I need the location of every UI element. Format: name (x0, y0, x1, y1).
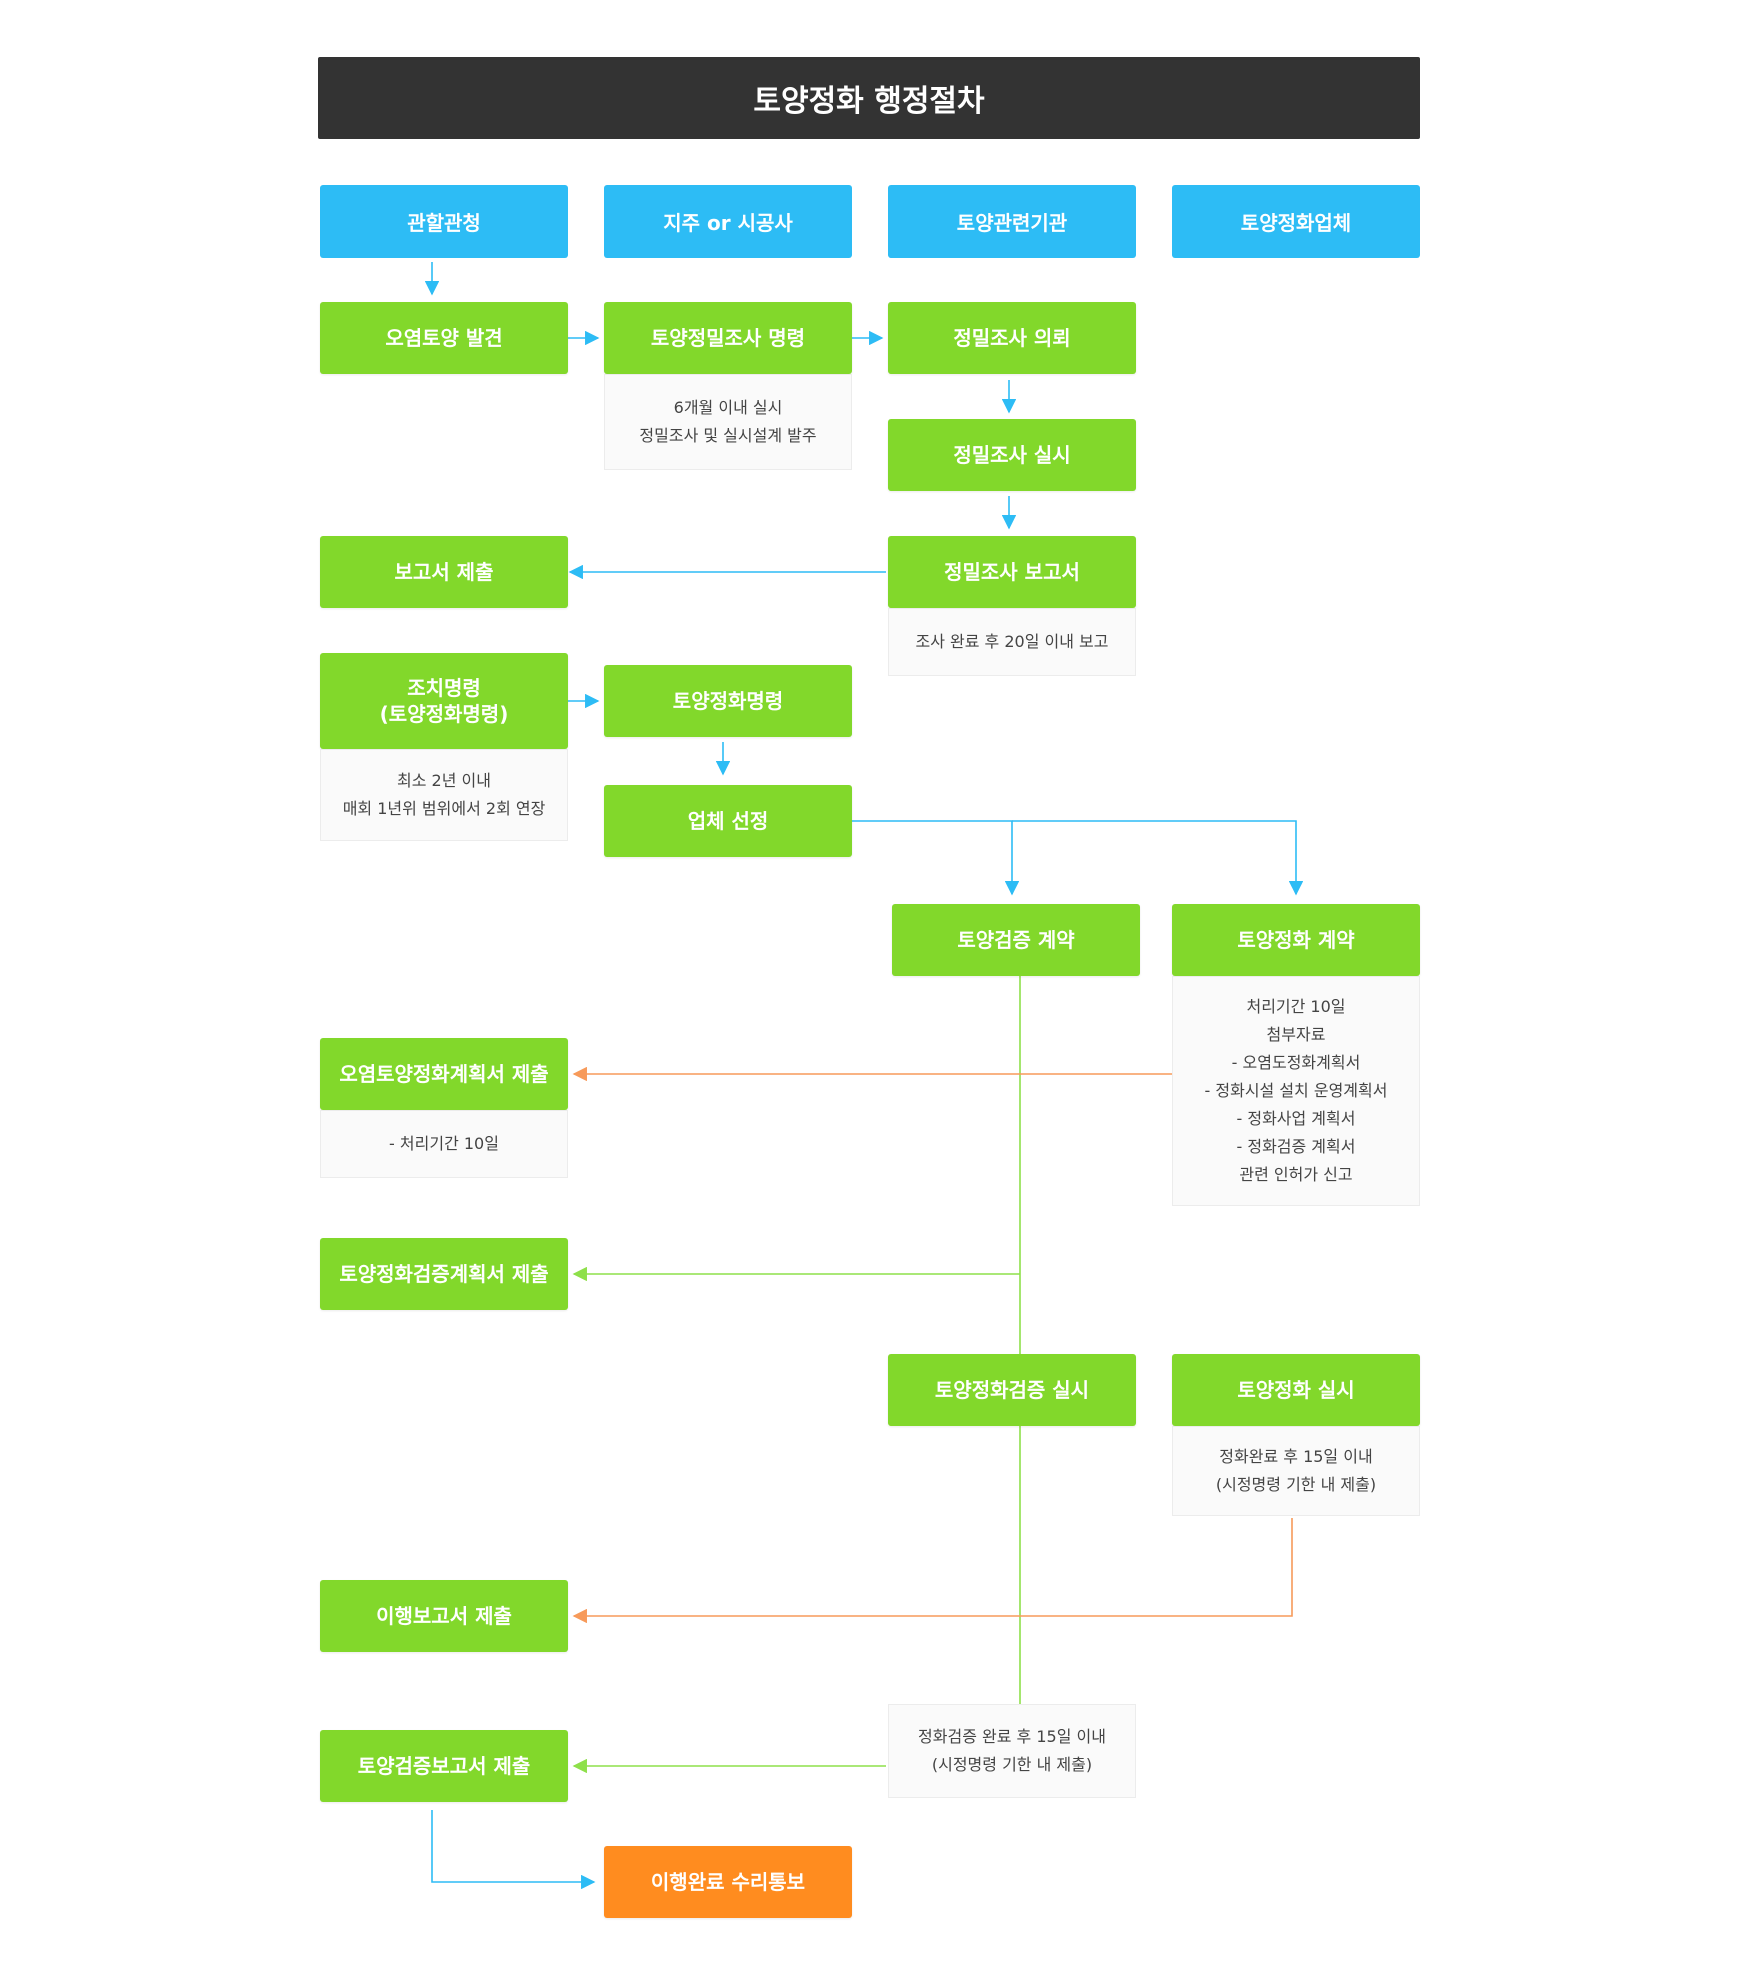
column-header-remediation-company: 토양정화업체 (1172, 185, 1420, 258)
note-line: 6개월 이내 실시 (673, 398, 783, 417)
step-contamination-discovery: 오염토양 발견 (320, 302, 568, 374)
note-line: - 오염도정화계획서 (1231, 1053, 1361, 1072)
note-line: 정화완료 후 15일 이내 (1219, 1447, 1373, 1466)
note-line: 처리기간 10일 (1246, 997, 1346, 1016)
step-completion-notice: 이행완료 수리통보 (604, 1846, 852, 1918)
note-line: - 정화시설 설치 운영계획서 (1204, 1081, 1388, 1100)
arrow-verify-report-to-final (431, 1810, 596, 1890)
step-detailed-survey-report: 정밀조사 보고서 (888, 536, 1136, 608)
arrow-selection-to-cleanup-contract (1012, 820, 1304, 896)
note-line: (시정명령 기한 내 제출) (931, 1755, 1093, 1774)
note-line: 최소 2년 이내 (397, 771, 491, 790)
note-cleanup-execution: 정화완료 후 15일 이내 (시정명령 기한 내 제출) (1172, 1426, 1420, 1516)
note-line: (시정명령 기한 내 제출) (1215, 1475, 1377, 1494)
step-verification-contract: 토양검증 계약 (892, 904, 1140, 976)
step-cleanup-contract: 토양정화 계약 (1172, 904, 1420, 976)
step-detailed-survey-order: 토양정밀조사 명령 (604, 302, 852, 374)
step-fulfillment-report-submission: 이행보고서 제출 (320, 1580, 568, 1652)
step-company-selection: 업체 선정 (604, 785, 852, 857)
step-detailed-survey-execution: 정밀조사 실시 (888, 419, 1136, 491)
arrow-to-fulfillment-report (572, 1518, 1293, 1624)
note-line: - 정화검증 계획서 (1236, 1137, 1356, 1156)
note-survey-report: 조사 완료 후 20일 이내 보고 (888, 608, 1136, 676)
arrow-selection-to-verify-contract (852, 820, 1020, 896)
column-header-landowner: 지주 or 시공사 (604, 185, 852, 258)
step-action-order: 조치명령 (토양정화명령) (320, 653, 568, 749)
step-cleanup-plan-submission: 오염토양정화계획서 제출 (320, 1038, 568, 1110)
step-report-submission: 보고서 제출 (320, 536, 568, 608)
note-line: - 정화사업 계획서 (1236, 1109, 1356, 1128)
column-header-authority: 관할관청 (320, 185, 568, 258)
note-line: 정화검증 완료 후 15일 이내 (918, 1727, 1106, 1746)
step-cleanup-order: 토양정화명령 (604, 665, 852, 737)
step-verification-report-submission: 토양검증보고서 제출 (320, 1730, 568, 1802)
note-line: 매회 1년위 범위에서 2회 연장 (342, 799, 546, 818)
note-line: - 처리기간 10일 (389, 1134, 499, 1153)
column-header-soil-agency: 토양관련기관 (888, 185, 1136, 258)
note-cleanup-contract: 처리기간 10일 첨부자료 - 오염도정화계획서 - 정화시설 설치 운영계획서… (1172, 976, 1420, 1206)
note-line: 관련 인허가 신고 (1239, 1165, 1353, 1184)
note-line: 첨부자료 (1266, 1025, 1326, 1044)
note-verification-completion: 정화검증 완료 후 15일 이내 (시정명령 기한 내 제출) (888, 1704, 1136, 1798)
step-verification-plan-submission: 토양정화검증계획서 제출 (320, 1238, 568, 1310)
page-title: 토양정화 행정절차 (318, 57, 1420, 139)
note-line: 조사 완료 후 20일 이내 보고 (915, 632, 1109, 651)
note-cleanup-plan: - 처리기간 10일 (320, 1110, 568, 1178)
note-line: 정밀조사 및 실시설계 발주 (639, 426, 817, 445)
step-cleanup-execution: 토양정화 실시 (1172, 1354, 1420, 1426)
step-cleanup-verification-execution: 토양정화검증 실시 (888, 1354, 1136, 1426)
step-detailed-survey-request: 정밀조사 의뢰 (888, 302, 1136, 374)
